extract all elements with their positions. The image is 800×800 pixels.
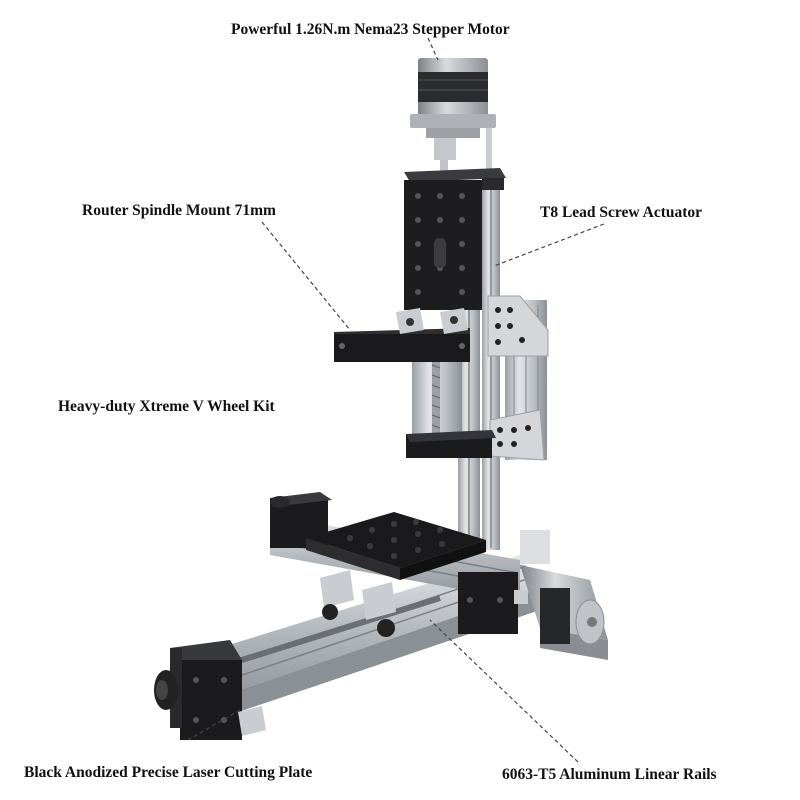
lead-screw-leader-line <box>493 223 605 267</box>
spindle-mount-label: Router Spindle Mount 71mm <box>82 202 276 219</box>
black-cutting-plate <box>306 512 486 637</box>
plate-leader-line <box>187 709 241 741</box>
spindle-leader-line <box>261 221 351 331</box>
linear-rails-label: 6063-T5 Aluminum Linear Rails <box>502 766 717 783</box>
z-bottom-block <box>406 430 496 458</box>
stepper-motor-label: Powerful 1.26N.m Nema23 Stepper Motor <box>231 21 510 38</box>
leader-lines <box>187 37 605 763</box>
cutting-plate-label: Black Anodized Precise Laser Cutting Pla… <box>24 764 313 781</box>
x-end-blocks <box>270 492 518 634</box>
v-wheel-label: Heavy-duty Xtreme V Wheel Kit <box>58 398 275 415</box>
router-spindle-mount <box>334 308 470 362</box>
top-stepper-motor <box>410 58 496 178</box>
rails-leader-line <box>429 619 579 763</box>
z-gantry-plate <box>404 168 506 310</box>
z-lead-screw <box>431 150 448 440</box>
front-end-block <box>154 640 266 740</box>
motor-leader-line <box>427 37 439 61</box>
z-gusset-plates <box>487 295 549 461</box>
lead-screw-label: T8 Lead Screw Actuator <box>540 204 703 221</box>
side-stepper-motor <box>514 530 608 660</box>
